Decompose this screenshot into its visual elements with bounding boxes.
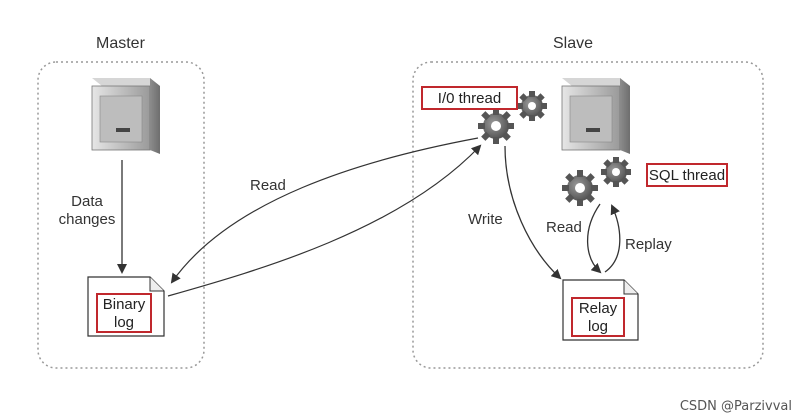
slave-read-label: Read	[546, 219, 582, 236]
read-request-arrow	[170, 137, 479, 284]
data-changes-line1: Data	[71, 193, 103, 210]
write-arrow	[504, 145, 562, 280]
io-thread-label: I/0 thread	[421, 86, 518, 110]
read-label: Read	[250, 177, 286, 194]
binary-log-label: Binary log	[96, 293, 152, 333]
slave-title: Slave	[553, 35, 594, 52]
io-thread-gears-icon	[478, 91, 547, 144]
master-container	[37, 61, 205, 369]
relay-log-line2: log	[587, 318, 609, 335]
sql-thread-gears-icon	[562, 157, 631, 206]
master-server-icon	[91, 78, 160, 154]
binary-log-line2: log	[113, 314, 135, 331]
binary-log-line1: Binary	[102, 296, 146, 313]
data-changes-line2: changes	[58, 211, 116, 228]
slave-server-icon	[561, 78, 630, 154]
master-title: Master	[96, 35, 145, 52]
relay-log-line1: Relay	[578, 300, 618, 317]
read-response-arrow	[167, 144, 482, 297]
read-relay-arrow	[587, 203, 602, 274]
slave-container	[412, 61, 764, 369]
replay-label: Replay	[625, 236, 672, 253]
write-label: Write	[468, 211, 503, 228]
sql-thread-label: SQL thread	[646, 163, 728, 187]
watermark: CSDN @Parzivval	[679, 399, 792, 414]
data-changes-label: Data changes	[58, 193, 116, 229]
replay-arrow	[604, 204, 621, 273]
relay-log-label: Relay log	[571, 297, 625, 337]
